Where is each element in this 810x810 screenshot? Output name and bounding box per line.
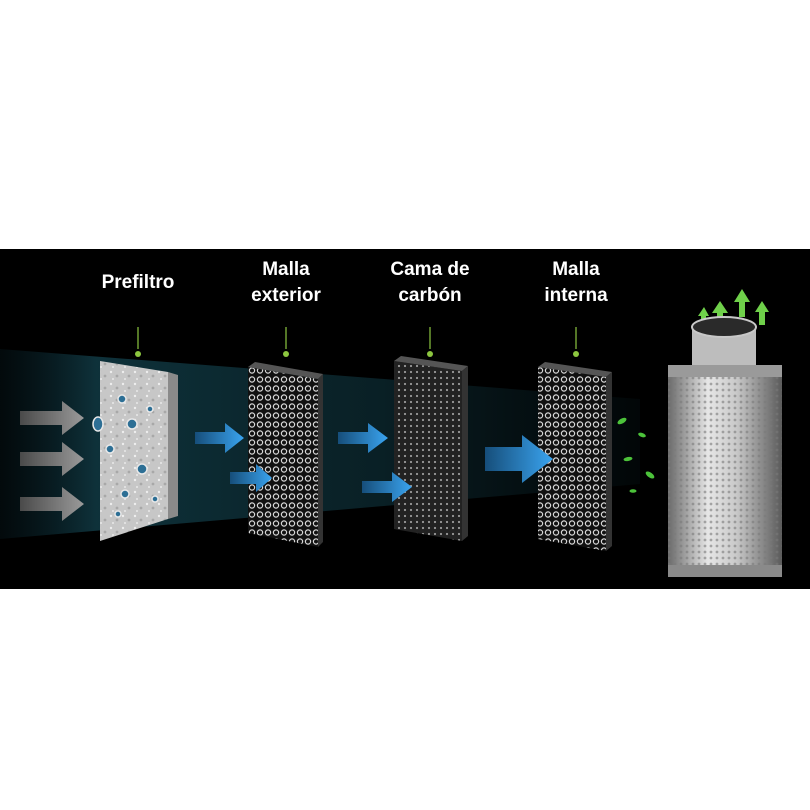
carbon-filter-icon	[668, 316, 782, 577]
label-line: carbón	[398, 285, 462, 306]
up-arrow-icon	[712, 301, 728, 325]
malla-exterior-block	[248, 362, 323, 547]
label-malla-interna: Malla interna	[526, 257, 626, 309]
gray-arrow-icon	[20, 487, 84, 521]
malla-interna-block	[538, 362, 612, 551]
blue-arrow-icon	[485, 435, 553, 483]
up-arrow-icon	[755, 301, 769, 325]
blue-arrow-icon	[195, 423, 244, 453]
up-arrow-icon	[734, 289, 750, 317]
label-malla-exterior: Malla exterior	[236, 257, 336, 309]
label-line: Malla	[552, 259, 600, 280]
leaf-icon	[617, 417, 627, 425]
label-line: Prefiltro	[101, 272, 175, 293]
leaf-icon	[645, 471, 655, 479]
leaf-icon	[623, 456, 633, 462]
blue-arrow-icon	[362, 472, 412, 502]
leaf-icon	[629, 489, 637, 493]
blue-arrow-icon	[230, 464, 272, 492]
blue-arrow-icon	[338, 423, 388, 453]
label-line: exterior	[251, 285, 321, 306]
label-line: Cama de	[390, 259, 470, 280]
label-cama-carbon: Cama de carbón	[370, 257, 490, 309]
filter-layers-banner: Prefiltro Malla exterior Cama de carbón …	[0, 249, 810, 589]
label-prefiltro: Prefiltro	[88, 270, 188, 296]
prefiltro-block	[92, 361, 178, 541]
filter-diagram	[0, 289, 782, 577]
cama-carbon-block	[394, 356, 468, 541]
label-line: interna	[544, 285, 608, 306]
leaf-icon	[638, 432, 646, 438]
label-connectors	[135, 327, 579, 357]
gray-arrow-icon	[20, 401, 84, 435]
up-arrow-icon	[698, 307, 709, 327]
gray-arrow-icon	[20, 442, 84, 476]
label-line: Malla	[262, 259, 310, 280]
